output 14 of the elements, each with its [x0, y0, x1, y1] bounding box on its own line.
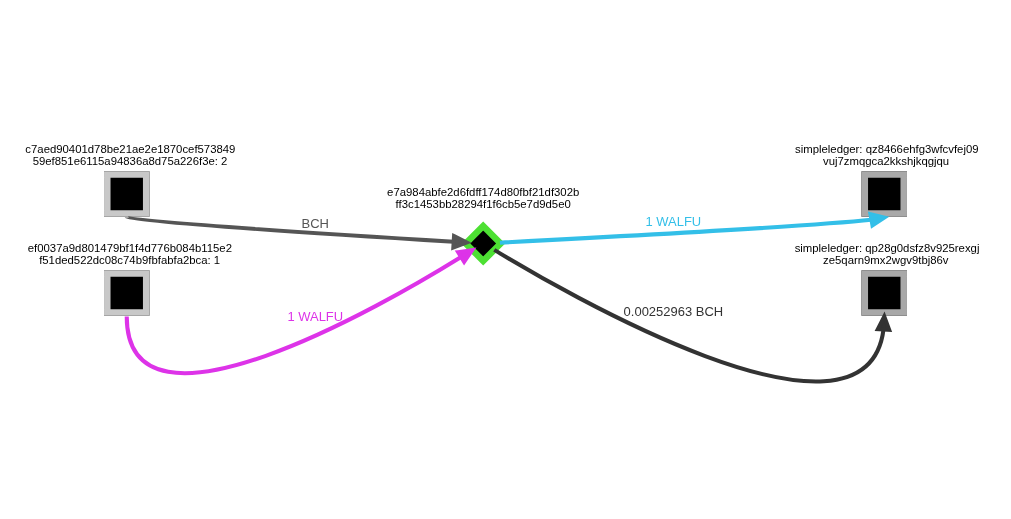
- node-label: simpleledger: qz8466ehfg3wfcvfej09vuj7zmqgca2kkshjkqgjqu: [795, 142, 979, 167]
- edge-label: BCH: [301, 215, 329, 231]
- edge-label: 0.00252963 BCH: [623, 304, 724, 320]
- edge-label: 1 WALFU: [287, 309, 344, 325]
- node-diamond: [461, 221, 506, 266]
- arrow: [124, 247, 477, 375]
- arrow: [126, 215, 472, 251]
- node-label: c7aed90401d78be21ae2e1870cef57384959ef851e6115a94836a8d75a226f3e: 2: [25, 142, 236, 167]
- node-label: e7a984abfe2d6fdff174d80fbf21df302bff3c1453bb28294f1f6cb5e7d9d5e0: [387, 185, 580, 210]
- node-label: simpleledger: qp28g0dsfz8v925rexgjze5qarn9mx2wgv9tbj86v: [794, 241, 980, 266]
- node-label: ef0037a9d801479bf1f4d776b084b115e2f51ded522dc08c74b9fbfabfa2bca: 1: [27, 241, 232, 266]
- arrow: [493, 248, 893, 384]
- arrow: [499, 211, 890, 245]
- edge-label: 1 WALFU: [645, 214, 702, 230]
